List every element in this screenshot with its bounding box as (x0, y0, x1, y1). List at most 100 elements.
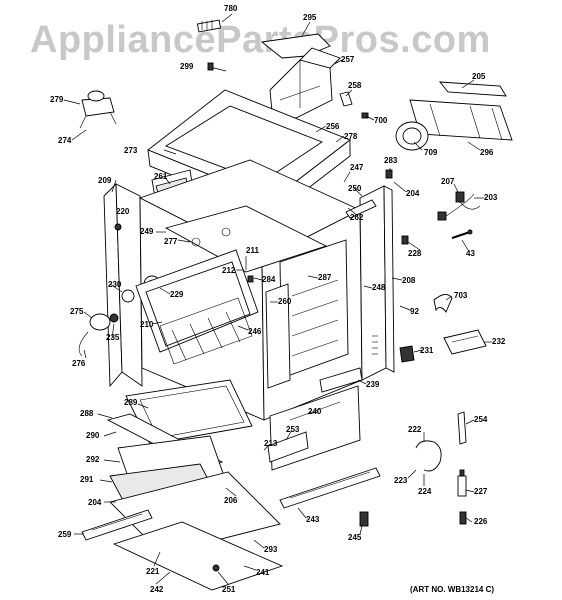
label-289[interactable]: 289 (124, 398, 138, 407)
label-246[interactable]: 246 (248, 327, 262, 336)
label-259[interactable]: 259 (58, 530, 72, 539)
part-295-vent-duct[interactable] (260, 33, 333, 119)
part-275-cap[interactable] (89, 313, 111, 331)
label-251[interactable]: 251 (222, 585, 236, 594)
part-203-wire-harness[interactable] (437, 193, 475, 221)
part-220-screw[interactable] (114, 223, 122, 231)
label-205[interactable]: 205 (472, 72, 486, 81)
label-250[interactable]: 250 (348, 184, 362, 193)
label-256[interactable]: 256 (326, 122, 340, 131)
label-204-bottom[interactable]: 204 (88, 498, 102, 507)
part-210-door-frame[interactable] (135, 249, 259, 353)
label-203[interactable]: 203 (484, 193, 498, 202)
label-288[interactable]: 288 (80, 409, 94, 418)
label-235[interactable]: 235 (106, 333, 120, 342)
part-253-vent[interactable] (267, 431, 309, 463)
part-259-rail[interactable] (81, 509, 153, 541)
part-287-rear-panel[interactable] (279, 239, 349, 379)
label-228[interactable]: 228 (408, 249, 422, 258)
label-299[interactable]: 299 (180, 62, 194, 71)
label-257[interactable]: 257 (341, 55, 355, 64)
label-226[interactable]: 226 (474, 517, 488, 526)
part-43-igniter[interactable] (451, 229, 473, 239)
label-232[interactable]: 232 (492, 337, 506, 346)
part-700-screw[interactable] (361, 112, 369, 119)
label-211[interactable]: 211 (246, 246, 259, 255)
label-273[interactable]: 273 (124, 146, 138, 155)
label-223[interactable]: 223 (394, 476, 408, 485)
part-228-spring[interactable] (401, 235, 409, 245)
label-230[interactable]: 230 (108, 280, 122, 289)
label-208[interactable]: 208 (402, 276, 416, 285)
part-299-screw[interactable] (207, 62, 227, 72)
part-703-hinge[interactable] (433, 294, 453, 313)
label-703[interactable]: 703 (454, 291, 468, 300)
label-287[interactable]: 287 (318, 273, 332, 282)
label-221[interactable]: 221 (146, 567, 160, 576)
part-780-clips[interactable] (196, 19, 222, 33)
part-230-knob[interactable] (121, 289, 135, 303)
part-222-burner-arm[interactable] (415, 440, 442, 472)
label-213[interactable]: 213 (264, 439, 278, 448)
part-251-screw[interactable] (212, 564, 220, 572)
part-258-clip[interactable] (339, 91, 353, 107)
label-249[interactable]: 249 (140, 227, 154, 236)
label-207[interactable]: 207 (441, 177, 455, 186)
part-245-screw[interactable] (359, 511, 369, 527)
part-709-burner-ring[interactable] (395, 121, 429, 151)
label-206[interactable]: 206 (224, 496, 238, 505)
part-227-igniter[interactable] (457, 469, 467, 497)
label-292[interactable]: 292 (86, 455, 100, 464)
label-204-top[interactable]: 204 (406, 189, 420, 198)
label-279[interactable]: 279 (50, 95, 64, 104)
part-231-clip[interactable] (399, 345, 415, 363)
label-92[interactable]: 92 (410, 307, 419, 316)
part-243-bar[interactable] (279, 467, 381, 509)
label-231[interactable]: 231 (420, 346, 434, 355)
label-780[interactable]: 780 (224, 4, 238, 13)
part-209-left-side-panel[interactable] (103, 182, 143, 388)
label-229[interactable]: 229 (170, 290, 184, 299)
label-262[interactable]: 262 (350, 213, 364, 222)
part-276-wire[interactable] (78, 331, 89, 357)
label-276[interactable]: 276 (72, 359, 86, 368)
part-246-oven-rack[interactable] (159, 297, 253, 365)
label-43[interactable]: 43 (466, 249, 475, 258)
label-277[interactable]: 277 (164, 237, 178, 246)
part-235-connector[interactable] (109, 313, 119, 323)
label-284[interactable]: 284 (262, 275, 276, 284)
label-274[interactable]: 274 (58, 136, 72, 145)
part-239-rear-cover[interactable] (319, 367, 363, 393)
label-291[interactable]: 291 (80, 475, 94, 484)
label-222[interactable]: 222 (408, 425, 422, 434)
label-261[interactable]: 261 (154, 172, 168, 181)
label-243[interactable]: 243 (306, 515, 320, 524)
label-253[interactable]: 253 (286, 425, 300, 434)
part-248-right-side-panel[interactable] (359, 185, 395, 381)
label-293[interactable]: 293 (264, 545, 278, 554)
label-295[interactable]: 295 (303, 13, 317, 22)
part-207-connector[interactable] (455, 191, 481, 210)
label-210[interactable]: 210 (140, 320, 154, 329)
part-279-valve[interactable] (79, 90, 117, 129)
part-283-clip[interactable] (385, 169, 393, 179)
label-241[interactable]: 241 (256, 568, 270, 577)
label-275[interactable]: 275 (70, 307, 84, 316)
label-220[interactable]: 220 (116, 207, 130, 216)
label-254[interactable]: 254 (474, 415, 488, 424)
label-227[interactable]: 227 (474, 487, 488, 496)
label-212[interactable]: 212 (222, 266, 236, 275)
label-258[interactable]: 258 (348, 81, 362, 90)
label-248[interactable]: 248 (372, 283, 386, 292)
part-205-bracket[interactable] (409, 81, 513, 141)
part-226-spark[interactable] (459, 511, 467, 525)
part-232-pan[interactable] (443, 329, 487, 355)
label-278[interactable]: 278 (344, 132, 358, 141)
part-241-floor-panel[interactable] (112, 521, 284, 591)
part-260-rear-cover[interactable] (265, 283, 291, 389)
part-257-vent-cover[interactable] (299, 47, 341, 69)
label-283[interactable]: 283 (384, 156, 398, 165)
label-700[interactable]: 700 (374, 116, 388, 125)
label-245[interactable]: 245 (348, 533, 362, 542)
label-260[interactable]: 260 (278, 297, 292, 306)
